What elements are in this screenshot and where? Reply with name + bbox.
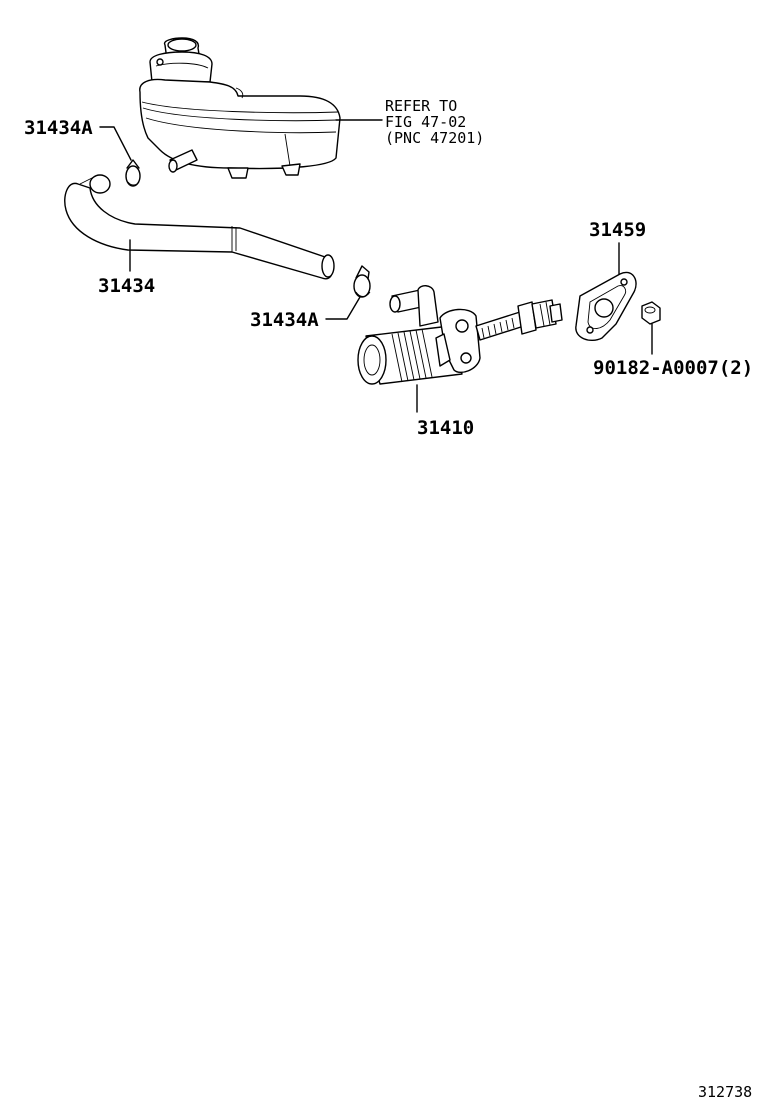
- leader-lines: [99, 119, 653, 413]
- leader-clamp-upper: [99, 126, 132, 161]
- label-nut: 90182-A0007(2): [593, 357, 753, 379]
- gasket: [575, 271, 637, 342]
- label-clamp-upper: 31434A: [24, 117, 93, 139]
- clamp-lower: [353, 265, 371, 298]
- reference-line-3: (PNC 47201): [385, 129, 484, 147]
- illustration-number: 312738: [698, 1083, 752, 1101]
- hose: [64, 174, 335, 280]
- leader-clamp-lower: [325, 296, 361, 320]
- nut: [641, 301, 661, 325]
- label-master-cylinder: 31410: [417, 417, 474, 439]
- clamp-upper: [125, 159, 141, 187]
- reservoir-tank: [139, 37, 341, 179]
- label-clamp-lower: 31434A: [250, 309, 319, 331]
- label-gasket: 31459: [589, 219, 646, 241]
- reference-line-1: REFER TO: [385, 97, 457, 115]
- label-hose: 31434: [98, 275, 155, 297]
- reference-line-2: FIG 47-02: [385, 113, 466, 131]
- reservoir-reference-note: REFER TO FIG 47-02 (PNC 47201): [385, 97, 484, 147]
- master-cylinder: [357, 285, 563, 385]
